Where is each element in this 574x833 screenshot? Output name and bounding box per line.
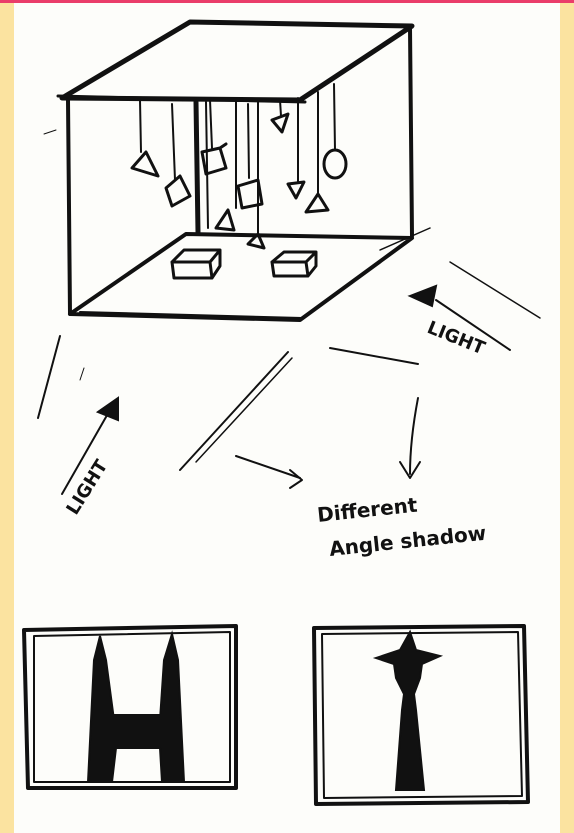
small-triangle-shape <box>216 210 234 230</box>
triangle-shape <box>132 152 158 176</box>
twin-tower-silhouette <box>88 634 184 782</box>
small-triangle-shape-3 <box>272 114 288 132</box>
shadow-frame-right <box>314 626 528 804</box>
shadow-frame-left <box>24 626 236 788</box>
shadow-note-line-1: Different <box>316 493 419 527</box>
hanging-shapes <box>132 114 346 248</box>
pentagon-shape <box>166 176 190 206</box>
tower-silhouette <box>376 632 440 790</box>
floor-blocks <box>172 250 316 278</box>
light-label-left: LIGHT <box>62 456 112 519</box>
room-back-corner <box>196 102 198 232</box>
shadow-arrows <box>236 398 420 488</box>
circle-shape <box>324 150 346 178</box>
room-right-edge <box>410 28 412 236</box>
room-top-face <box>62 22 412 100</box>
down-triangle-shape <box>288 182 304 198</box>
room-left-edge <box>68 100 70 314</box>
cube-shape <box>202 144 226 174</box>
room-back-corner-shadow <box>206 102 208 228</box>
light-label-right: LIGHT <box>424 317 488 359</box>
shadow-note-line-2: Angle shadow <box>328 521 487 561</box>
room-floor <box>70 234 412 320</box>
triangle-shape-4 <box>306 194 328 212</box>
